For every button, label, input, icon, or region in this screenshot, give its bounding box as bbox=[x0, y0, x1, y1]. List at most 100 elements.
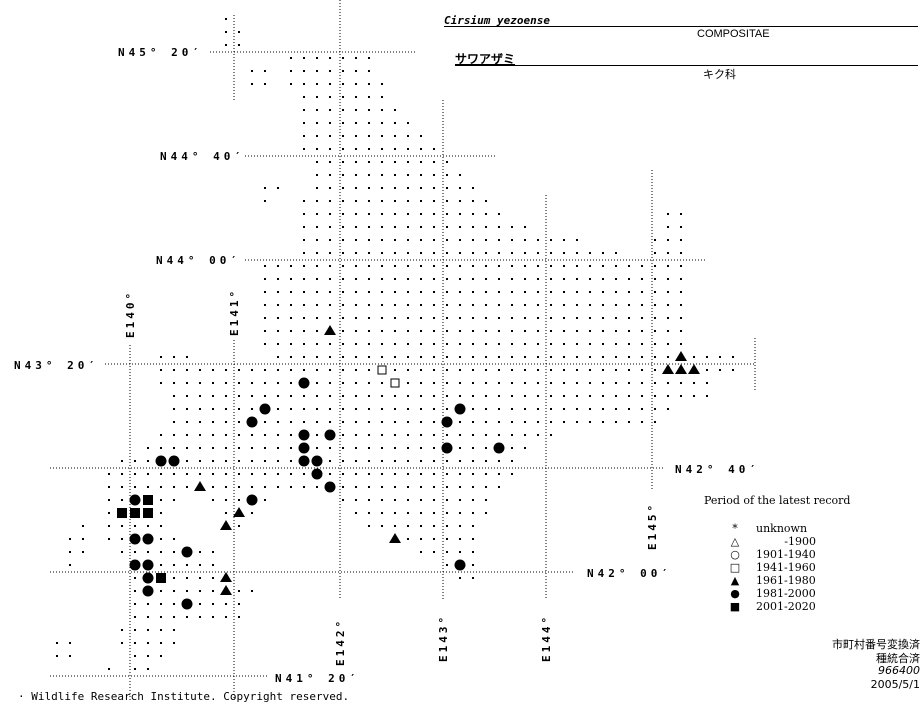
grid-cell-dot bbox=[446, 356, 448, 358]
grid-cell-dot bbox=[238, 447, 240, 449]
grid-cell-dot bbox=[407, 161, 409, 163]
grid-cell-dot bbox=[355, 382, 357, 384]
grid-cell-dot bbox=[615, 395, 617, 397]
legend-label: 1901-1940 bbox=[756, 548, 816, 561]
grid-cell-dot bbox=[212, 460, 214, 462]
grid-cell-dot bbox=[381, 330, 383, 332]
grid-cell-dot bbox=[537, 369, 539, 371]
grid-cell-dot bbox=[69, 551, 71, 553]
grid-cell-dot bbox=[173, 564, 175, 566]
grid-cell-dot bbox=[654, 343, 656, 345]
grid-cell-dot bbox=[420, 317, 422, 319]
grid-cell-dot bbox=[498, 226, 500, 228]
grid-cell-dot bbox=[290, 278, 292, 280]
lon-label-142: E142° bbox=[334, 617, 347, 666]
grid-cell-dot bbox=[459, 473, 461, 475]
grid-cell-dot bbox=[303, 265, 305, 267]
grid-cell-dot bbox=[368, 200, 370, 202]
grid-cell-dot bbox=[290, 473, 292, 475]
grid-cell-dot bbox=[524, 291, 526, 293]
grid-cell-dot bbox=[446, 564, 448, 566]
grid-cell-dot bbox=[160, 356, 162, 358]
grid-cell-dot bbox=[355, 226, 357, 228]
grid-cell-dot bbox=[550, 265, 552, 267]
grid-cell-dot bbox=[615, 291, 617, 293]
grid-cell-dot bbox=[524, 330, 526, 332]
grid-cell-dot bbox=[511, 252, 513, 254]
grid-cell-dot bbox=[173, 590, 175, 592]
grid-cell-dot bbox=[329, 395, 331, 397]
grid-cell-dot bbox=[329, 200, 331, 202]
grid-cell-dot bbox=[355, 200, 357, 202]
record-1961-1980-marker bbox=[662, 364, 674, 374]
grid-cell-dot bbox=[381, 96, 383, 98]
grid-cell-dot bbox=[368, 187, 370, 189]
grid-cell-dot bbox=[459, 200, 461, 202]
grid-cell-dot bbox=[563, 304, 565, 306]
grid-cell-dot bbox=[407, 434, 409, 436]
grid-cell-dot bbox=[446, 343, 448, 345]
record-1981-2000-marker bbox=[129, 559, 141, 571]
grid-cell-dot bbox=[160, 642, 162, 644]
grid-cell-dot bbox=[381, 252, 383, 254]
grid-cell-dot bbox=[472, 486, 474, 488]
grid-cell-dot bbox=[667, 343, 669, 345]
grid-cell-dot bbox=[394, 447, 396, 449]
record-1981-2000-marker bbox=[168, 455, 180, 467]
grid-cell-dot bbox=[511, 317, 513, 319]
grid-cell-dot bbox=[407, 473, 409, 475]
grid-cell-dot bbox=[316, 96, 318, 98]
grid-cell-dot bbox=[472, 447, 474, 449]
grid-cell-dot bbox=[628, 304, 630, 306]
grid-cell-dot bbox=[381, 83, 383, 85]
grid-cell-dot bbox=[69, 642, 71, 644]
grid-cell-dot bbox=[459, 187, 461, 189]
filled-circle-icon: ● bbox=[730, 587, 740, 600]
lat-label-44-00: N44° 00′ bbox=[156, 254, 241, 267]
grid-cell-dot bbox=[654, 291, 656, 293]
grid-cell-dot bbox=[342, 122, 344, 124]
grid-cell-dot bbox=[160, 538, 162, 540]
grid-cell-dot bbox=[693, 395, 695, 397]
grid-cell-dot bbox=[251, 83, 253, 85]
grid-cell-dot bbox=[472, 330, 474, 332]
grid-cell-dot bbox=[186, 447, 188, 449]
grid-cell-dot bbox=[394, 512, 396, 514]
grid-cell-dot bbox=[173, 486, 175, 488]
grid-cell-dot bbox=[511, 460, 513, 462]
grid-cell-dot bbox=[147, 642, 149, 644]
grid-cell-dot bbox=[394, 278, 396, 280]
grid-cell-dot bbox=[303, 473, 305, 475]
lon-label-141: E141° bbox=[228, 287, 241, 336]
grid-cell-dot bbox=[199, 369, 201, 371]
grid-cell-dot bbox=[511, 291, 513, 293]
grid-cell-dot bbox=[394, 187, 396, 189]
grid-cell-dot bbox=[498, 265, 500, 267]
grid-cell-dot bbox=[680, 395, 682, 397]
grid-cell-dot bbox=[212, 577, 214, 579]
grid-cell-dot bbox=[667, 252, 669, 254]
grid-cell-dot bbox=[290, 486, 292, 488]
grid-cell-dot bbox=[628, 408, 630, 410]
record-1961-1980-marker bbox=[389, 533, 401, 543]
grid-cell-dot bbox=[355, 473, 357, 475]
grid-cell-dot bbox=[407, 226, 409, 228]
record-1961-1980-marker bbox=[675, 351, 687, 361]
grid-cell-dot bbox=[615, 252, 617, 254]
grid-cell-dot bbox=[329, 239, 331, 241]
grid-cell-dot bbox=[368, 96, 370, 98]
grid-cell-dot bbox=[667, 291, 669, 293]
grid-cell-dot bbox=[407, 538, 409, 540]
grid-cell-dot bbox=[199, 616, 201, 618]
grid-cell-dot bbox=[381, 447, 383, 449]
grid-cell-dot bbox=[563, 278, 565, 280]
grid-cell-dot bbox=[407, 265, 409, 267]
grid-cell-dot bbox=[420, 135, 422, 137]
grid-cell-dot bbox=[433, 499, 435, 501]
grid-cell-dot bbox=[459, 265, 461, 267]
grid-cell-dot bbox=[121, 499, 123, 501]
grid-cell-dot bbox=[537, 317, 539, 319]
grid-cell-dot bbox=[238, 382, 240, 384]
grid-cell-dot bbox=[420, 395, 422, 397]
